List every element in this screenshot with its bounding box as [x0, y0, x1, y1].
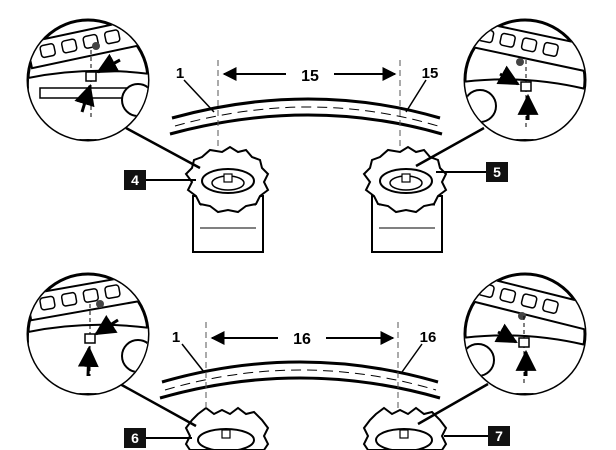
svg-text:7: 7	[495, 428, 503, 444]
tag-sprocket-6: 6	[124, 428, 146, 448]
callout-top-right-link: 15	[422, 65, 439, 82]
magnifier-detail-icon	[463, 18, 587, 142]
tag-sprocket-5: 5	[486, 162, 508, 182]
sprocket-icon	[184, 145, 270, 253]
magnifier-detail-icon	[463, 272, 587, 396]
sprocket-icon	[362, 145, 448, 253]
chain-icon	[159, 360, 441, 400]
callout-top-span: 15	[301, 68, 319, 85]
callout-bottom-left-link: 1	[172, 329, 180, 346]
tag-sprocket-7: 7	[488, 426, 510, 446]
chain-icon	[169, 97, 443, 136]
tag-sprocket-4: 4	[124, 170, 146, 190]
callout-top-left-link: 1	[176, 65, 184, 82]
top-panel	[125, 60, 486, 253]
svg-text:4: 4	[131, 172, 139, 188]
magnifier-detail-icon	[26, 18, 150, 142]
bottom-panel	[119, 322, 489, 450]
callout-bottom-right-link: 16	[420, 329, 437, 346]
svg-text:5: 5	[493, 164, 501, 180]
magnifier-detail-icon	[26, 272, 150, 396]
sprocket-icon	[184, 406, 270, 450]
callout-bottom-span: 16	[293, 331, 311, 348]
svg-text:6: 6	[131, 430, 139, 446]
